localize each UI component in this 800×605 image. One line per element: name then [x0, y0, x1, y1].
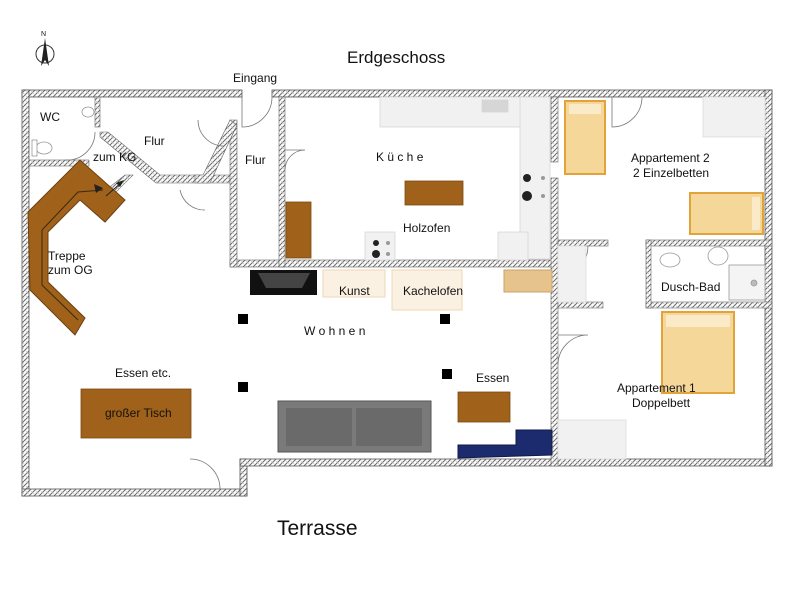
apartment-1-label-line2: Doppelbett: [632, 396, 691, 410]
kitchen-label: K ü c h e: [376, 150, 424, 164]
columns: [238, 314, 452, 392]
kitchen-cabinet: [285, 201, 312, 259]
north-arrow-icon: N: [35, 31, 55, 66]
bed-pillows: [569, 104, 760, 327]
plan-title: Erdgeschoss: [347, 48, 445, 67]
hallway-right-label: Flur: [245, 153, 266, 167]
apartment-2-label-line1: Appartement 2: [631, 151, 710, 165]
living-label: W o h n e n: [304, 324, 365, 338]
apartment-2-label-line2: 2 Einzelbetten: [633, 166, 709, 180]
outer-walls: [21, 89, 773, 497]
tiled-stove: [391, 269, 463, 311]
art-label: Kunst: [339, 284, 370, 298]
brown-furniture: [80, 180, 511, 439]
sofa: [277, 400, 432, 453]
stairs-label-line1: Treppe: [48, 249, 86, 263]
dining-label: Essen: [476, 371, 509, 385]
corner-bench: [457, 429, 553, 459]
fireplace: [250, 270, 317, 295]
stairs-label-line2: zum OG: [48, 263, 93, 277]
beds: [564, 100, 764, 394]
wood-stove-label: Holzofen: [403, 221, 450, 235]
apartment-cabinets: [557, 96, 766, 460]
wc-fixtures: [31, 106, 95, 157]
apartment-1-label-line1: Appartement 1: [617, 381, 696, 395]
wc-label: WC: [40, 110, 60, 124]
large-table-label: großer Tisch: [105, 406, 172, 420]
single-bed-2: [689, 192, 764, 235]
art-cabinet: [322, 269, 386, 298]
kitchen-table: [404, 180, 464, 206]
wood-stove-burners-icon: [372, 240, 390, 258]
basement-stairs-label: zum KG: [93, 150, 136, 164]
large-dining-table: [80, 388, 192, 439]
hallway-left-label: Flur: [144, 134, 165, 148]
bath-fixtures: [659, 246, 766, 301]
terrace-label: Terrasse: [277, 517, 358, 540]
tiled-stove-label: Kachelofen: [403, 284, 463, 298]
dining-table: [457, 391, 511, 423]
sideboard: [503, 269, 553, 293]
dining-area-label: Essen etc.: [115, 366, 171, 380]
kitchen-counters: [364, 96, 551, 261]
entrance-label: Eingang: [233, 71, 277, 85]
stove-icon: [522, 174, 545, 201]
shower-bath-label: Dusch-Bad: [661, 280, 720, 294]
svg-text:N: N: [41, 31, 46, 38]
staircase: [27, 159, 126, 336]
